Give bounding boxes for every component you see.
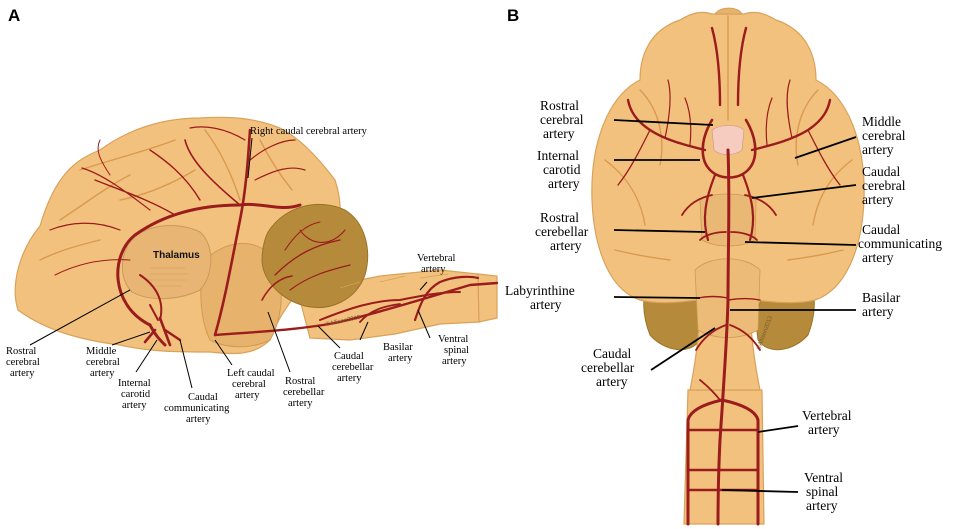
svg-text:Basilar: Basilar [862, 290, 901, 305]
label-a-rostral-cerebellar: Rostral cerebellar artery [283, 376, 325, 409]
arteries-lateral-view [49, 126, 499, 347]
label-b-caudal-communicating: Caudal communicating artery [858, 222, 942, 265]
svg-text:Vertebral: Vertebral [417, 253, 456, 264]
svg-text:artery: artery [235, 390, 260, 401]
label-a-caudal-cerebellar: Caudal cerebellar artery [332, 351, 374, 384]
svg-text:artery: artery [596, 374, 628, 389]
label-b-basilar: Basilar artery [862, 290, 901, 319]
svg-text:artery: artery [548, 176, 580, 191]
label-a-left-caudal-cerebral: Left caudal cerebral artery [227, 368, 275, 401]
label-b-labyrinthine: Labyrinthine artery [505, 283, 575, 312]
panel-a-letter: A [8, 6, 20, 25]
label-a-ventral-spinal: Ventral spinal artery [438, 334, 469, 367]
panel-b: B [505, 6, 942, 526]
svg-text:artery: artery [862, 142, 894, 157]
label-a-internal-carotid: Internal carotid artery [118, 378, 151, 411]
svg-text:spinal: spinal [806, 484, 838, 499]
svg-text:Caudal: Caudal [593, 346, 631, 361]
svg-text:spinal: spinal [444, 345, 469, 356]
svg-text:Rostral: Rostral [285, 376, 315, 387]
label-b-caudal-cerebellar: Caudal cerebellar artery [581, 346, 635, 389]
svg-text:Caudal: Caudal [334, 351, 364, 362]
label-b-internal-carotid: Internal carotid artery [537, 148, 581, 191]
label-a-rostral-cerebral: Rostral cerebral artery [6, 346, 40, 379]
svg-text:artery: artery [862, 250, 894, 265]
svg-text:Rostral: Rostral [540, 210, 579, 225]
svg-text:carotid: carotid [121, 389, 151, 400]
svg-text:Rostral: Rostral [540, 98, 579, 113]
svg-text:cerebral: cerebral [6, 357, 40, 368]
label-b-vertebral: Vertebral artery [802, 408, 852, 437]
svg-text:artery: artery [421, 264, 446, 275]
svg-text:Caudal: Caudal [862, 164, 900, 179]
svg-text:cerebral: cerebral [862, 128, 906, 143]
svg-text:artery: artery [543, 126, 575, 141]
label-b-rostral-cerebral: Rostral cerebral artery [540, 98, 584, 141]
svg-text:artery: artery [550, 238, 582, 253]
svg-text:Ventral: Ventral [804, 470, 843, 485]
label-b-rostral-cerebellar: Rostral cerebellar artery [535, 210, 589, 253]
svg-text:Rostral: Rostral [6, 346, 36, 357]
svg-text:artery: artery [337, 373, 362, 384]
label-b-middle-cerebral: Middle cerebral artery [862, 114, 906, 157]
svg-text:artery: artery [808, 422, 840, 437]
label-a-middle-cerebral: Middle cerebral artery [86, 346, 120, 379]
svg-text:artery: artery [90, 368, 115, 379]
svg-text:artery: artery [388, 353, 413, 364]
svg-text:Basilar: Basilar [383, 342, 413, 353]
svg-text:Internal: Internal [537, 148, 579, 163]
svg-text:artery: artery [442, 356, 467, 367]
panel-a: A [6, 6, 499, 425]
svg-text:Labyrinthine: Labyrinthine [505, 283, 575, 298]
label-a-basilar: Basilar artery [383, 342, 413, 364]
svg-text:Left caudal: Left caudal [227, 368, 275, 379]
arteries-ventral-view [617, 26, 841, 526]
svg-text:artery: artery [530, 297, 562, 312]
svg-text:artery: artery [288, 398, 313, 409]
label-b-ventral-spinal: Ventral spinal artery [804, 470, 843, 513]
svg-text:artery: artery [10, 368, 35, 379]
svg-text:artery: artery [122, 400, 147, 411]
thalamus-label: Thalamus [153, 250, 200, 261]
svg-text:Caudal: Caudal [188, 392, 218, 403]
svg-text:carotid: carotid [543, 162, 581, 177]
svg-text:cerebral: cerebral [232, 379, 266, 390]
svg-text:communicating: communicating [164, 403, 230, 414]
svg-text:cerebellar: cerebellar [581, 360, 635, 375]
label-a-caudal-communicating: Caudal communicating artery [164, 392, 230, 425]
svg-text:Ventral: Ventral [438, 334, 468, 345]
svg-text:cerebellar: cerebellar [283, 387, 325, 398]
svg-text:artery: artery [186, 414, 211, 425]
svg-text:cerebellar: cerebellar [535, 224, 589, 239]
label-a-right-caudal-cerebral: Right caudal cerebral artery [250, 126, 368, 137]
brain-lateral-view [14, 116, 498, 355]
panel-b-letter: B [507, 6, 519, 25]
svg-text:Middle: Middle [86, 346, 117, 357]
svg-text:Middle: Middle [862, 114, 901, 129]
svg-text:Caudal: Caudal [862, 222, 900, 237]
svg-text:artery: artery [806, 498, 838, 513]
panel-a-leaders [29, 137, 431, 389]
label-b-caudal-cerebral: Caudal cerebral artery [862, 164, 906, 207]
svg-text:cerebellar: cerebellar [332, 362, 374, 373]
svg-text:cerebral: cerebral [862, 178, 906, 193]
svg-text:artery: artery [862, 304, 894, 319]
svg-text:cerebral: cerebral [86, 357, 120, 368]
panel-b-leaders [613, 119, 857, 493]
svg-text:Internal: Internal [118, 378, 151, 389]
svg-text:artery: artery [862, 192, 894, 207]
svg-text:cerebral: cerebral [540, 112, 584, 127]
svg-text:Vertebral: Vertebral [802, 408, 852, 423]
svg-text:communicating: communicating [858, 236, 942, 251]
label-a-vertebral: Vertebral artery [417, 253, 456, 275]
